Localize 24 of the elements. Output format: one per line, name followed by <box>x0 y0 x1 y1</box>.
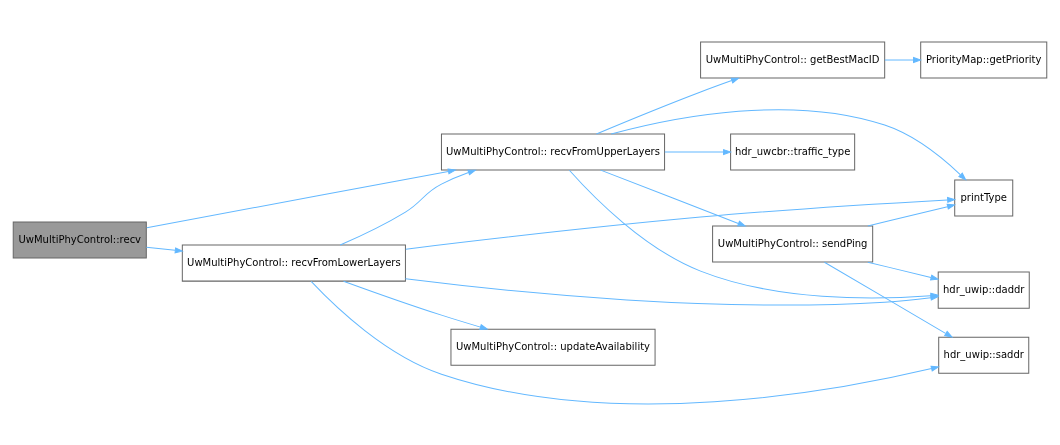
node-box: hdr_uwip::daddr <box>937 271 1030 309</box>
node-box: hdr_uwip::saddr <box>938 336 1030 374</box>
arrow <box>823 261 953 338</box>
node-box: UwMultiPhyControl:: sendPing <box>712 225 874 263</box>
arrow <box>610 108 967 180</box>
arrow <box>595 77 739 134</box>
node-box: UwMultiPhyControl:: recvFromLowerLayers <box>181 244 406 282</box>
arrow <box>145 246 183 253</box>
arrow <box>405 196 956 250</box>
node-box: PriorityMap::getPriority <box>920 41 1048 78</box>
node-box: UwMultiPhyControl:: getBestMacID <box>700 41 886 78</box>
arrow <box>664 148 732 155</box>
arrow <box>343 280 488 330</box>
node-box: printType <box>954 179 1014 217</box>
arrow <box>867 261 939 280</box>
node-box: UwMultiPhyControl:: updateAvailability <box>450 328 656 366</box>
arrow <box>600 169 746 227</box>
node-box: hdr_uwcbr::traffic_type <box>730 133 856 171</box>
arrow <box>146 168 456 228</box>
arrow <box>884 56 922 63</box>
node-box: UwMultiPhyControl:: recvFromUpperLayers <box>440 133 666 171</box>
arrow <box>339 169 476 245</box>
node-box: UwMultiPhyControl::recv <box>12 221 147 259</box>
arrow <box>867 203 956 227</box>
